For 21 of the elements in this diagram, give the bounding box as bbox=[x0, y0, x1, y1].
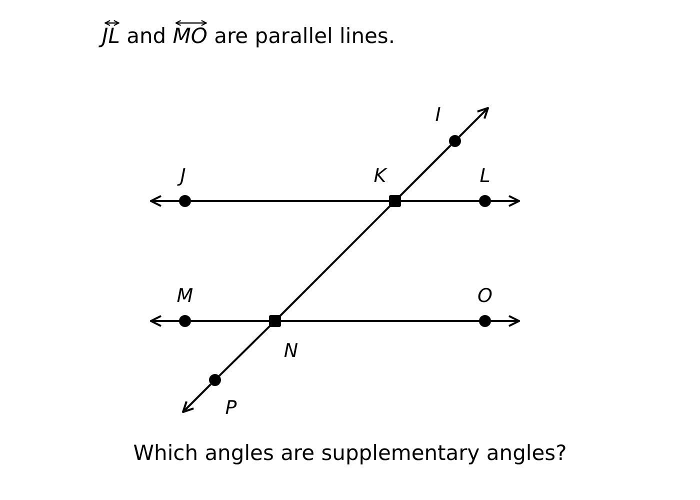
ray-arrow bbox=[150, 195, 179, 207]
line-segment bbox=[401, 200, 479, 202]
ray-arrow bbox=[150, 315, 179, 327]
line-segment bbox=[191, 200, 389, 202]
point-label: N bbox=[284, 340, 298, 362]
line-segment bbox=[218, 324, 272, 376]
ray-arrow bbox=[182, 384, 212, 413]
ray-arrow bbox=[491, 195, 520, 207]
line-segment bbox=[191, 320, 269, 322]
line-segment bbox=[398, 144, 452, 198]
point-label: K bbox=[374, 165, 386, 187]
ray-arrow bbox=[458, 107, 489, 138]
line-segment bbox=[281, 320, 479, 322]
point-label: M bbox=[176, 285, 194, 307]
point-label: L bbox=[480, 165, 490, 187]
line-segment bbox=[278, 204, 392, 318]
ray-arrow bbox=[491, 315, 520, 327]
question-text: Which angles are supplementary angles? bbox=[132, 441, 568, 465]
point-label: O bbox=[478, 285, 492, 307]
point-label: P bbox=[225, 397, 237, 419]
point-label: I bbox=[435, 104, 441, 126]
